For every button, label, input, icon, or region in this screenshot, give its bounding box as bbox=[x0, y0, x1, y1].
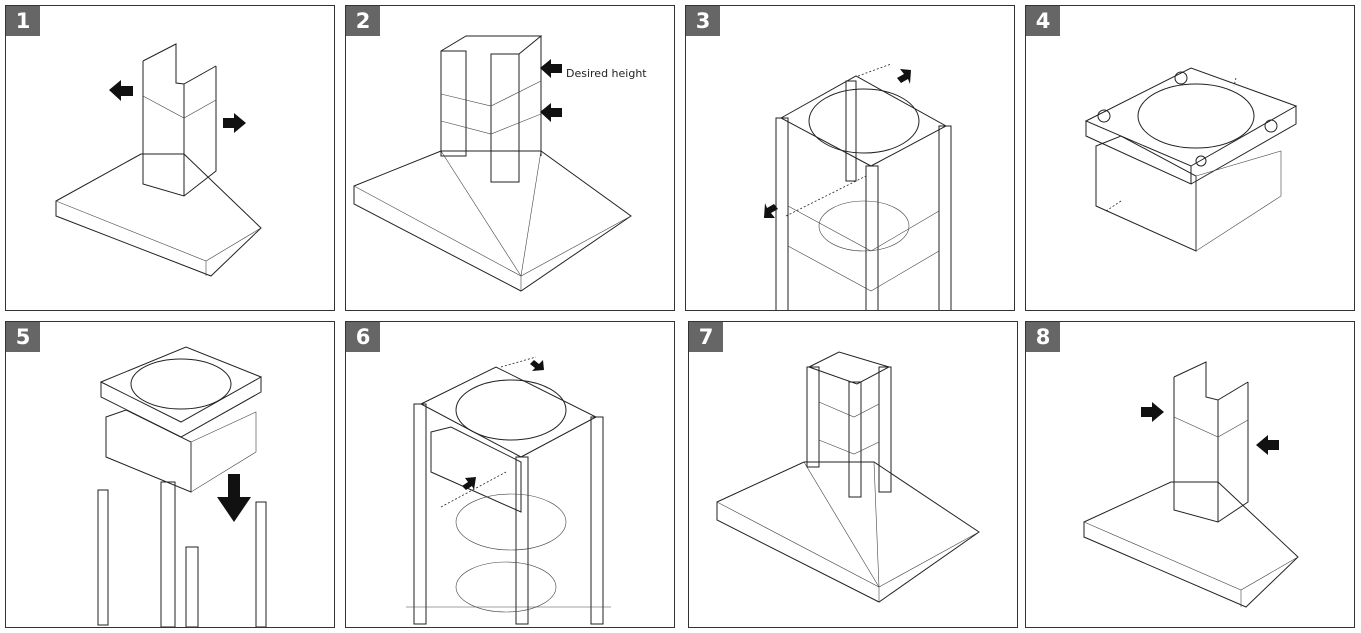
step-number-badge: 1 bbox=[6, 6, 40, 36]
bracket-assembly-illustration bbox=[1084, 67, 1298, 252]
step-3-panel: 3 bbox=[685, 5, 1015, 311]
arrow-icon bbox=[897, 69, 911, 84]
arrow-down-icon bbox=[217, 497, 251, 522]
bracket-insert-illustration bbox=[97, 346, 267, 627]
frame-on-hood-illustration bbox=[353, 35, 632, 292]
step-number-badge: 7 bbox=[689, 322, 723, 352]
step-number-badge: 6 bbox=[346, 322, 380, 352]
chimney-cover-installed-illustration bbox=[1083, 361, 1299, 608]
step-5-panel: 5 bbox=[5, 321, 335, 628]
arrow-icon bbox=[462, 477, 476, 490]
desired-height-label: Desired height bbox=[566, 67, 647, 80]
frame-with-bracket-on-hood-illustration bbox=[716, 351, 980, 603]
step-number-badge: 8 bbox=[1026, 322, 1060, 352]
arrow-left-icon bbox=[540, 103, 562, 122]
step-7-panel: 7 bbox=[688, 321, 1018, 628]
step-2-panel: 2 Desired height bbox=[345, 5, 675, 311]
arrow-icon bbox=[764, 203, 778, 218]
bracket-screw-illustration bbox=[406, 356, 611, 625]
step-number-badge: 5 bbox=[6, 322, 40, 352]
step-6-panel: 6 bbox=[345, 321, 675, 628]
chimney-hood-illustration bbox=[55, 43, 262, 277]
step-number-badge: 3 bbox=[686, 6, 720, 36]
step-4-panel: 4 bbox=[1025, 5, 1355, 311]
step-8-panel: 8 bbox=[1025, 321, 1355, 628]
arrow-right-icon bbox=[1141, 402, 1164, 422]
arrow-icon bbox=[530, 360, 544, 371]
arrow-right-icon bbox=[223, 113, 246, 133]
step-number-badge: 2 bbox=[346, 6, 380, 36]
step-number-badge: 4 bbox=[1026, 6, 1060, 36]
arrow-left-icon bbox=[540, 59, 562, 78]
arrow-left-icon bbox=[109, 80, 133, 101]
step-1-panel: 1 bbox=[5, 5, 335, 311]
arrow-left-icon bbox=[1256, 435, 1279, 455]
frame-screw-illustration bbox=[764, 63, 952, 310]
